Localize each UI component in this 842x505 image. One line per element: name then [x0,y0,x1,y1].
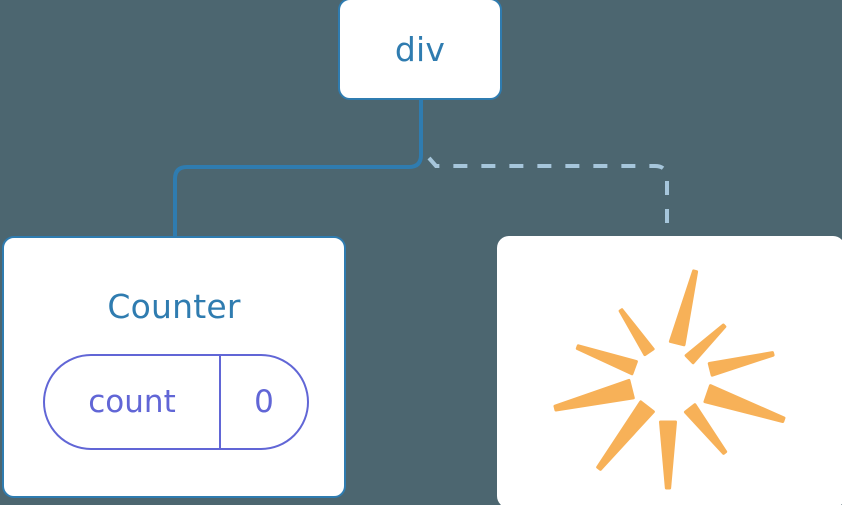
edge-div-to-spinner [427,156,669,236]
node-counter[interactable]: Counter count 0 [2,236,346,498]
spinner-ray-8 [553,378,635,412]
spinner-ray-7 [596,400,655,471]
node-spinner[interactable] [497,236,842,505]
spinner-container [497,236,842,505]
spinner-ray-2 [684,323,727,365]
sunburst-spinner-icon [553,269,786,490]
state-pill[interactable]: count 0 [43,354,309,450]
spinner-ray-4 [703,384,786,423]
node-div-label: div [394,29,446,69]
spinner-ray-1 [668,269,699,347]
spinner-ray-3 [707,351,775,377]
node-div[interactable]: div [338,0,502,100]
state-key: count [88,383,176,420]
edge-div-to-counter [173,100,423,236]
spinner-ray-10 [618,308,655,357]
spinner-ray-9 [575,344,638,376]
spinner-ray-5 [683,403,728,455]
spinner-ray-6 [659,420,677,490]
state-value: 0 [219,356,307,448]
node-counter-label: Counter [107,287,241,326]
